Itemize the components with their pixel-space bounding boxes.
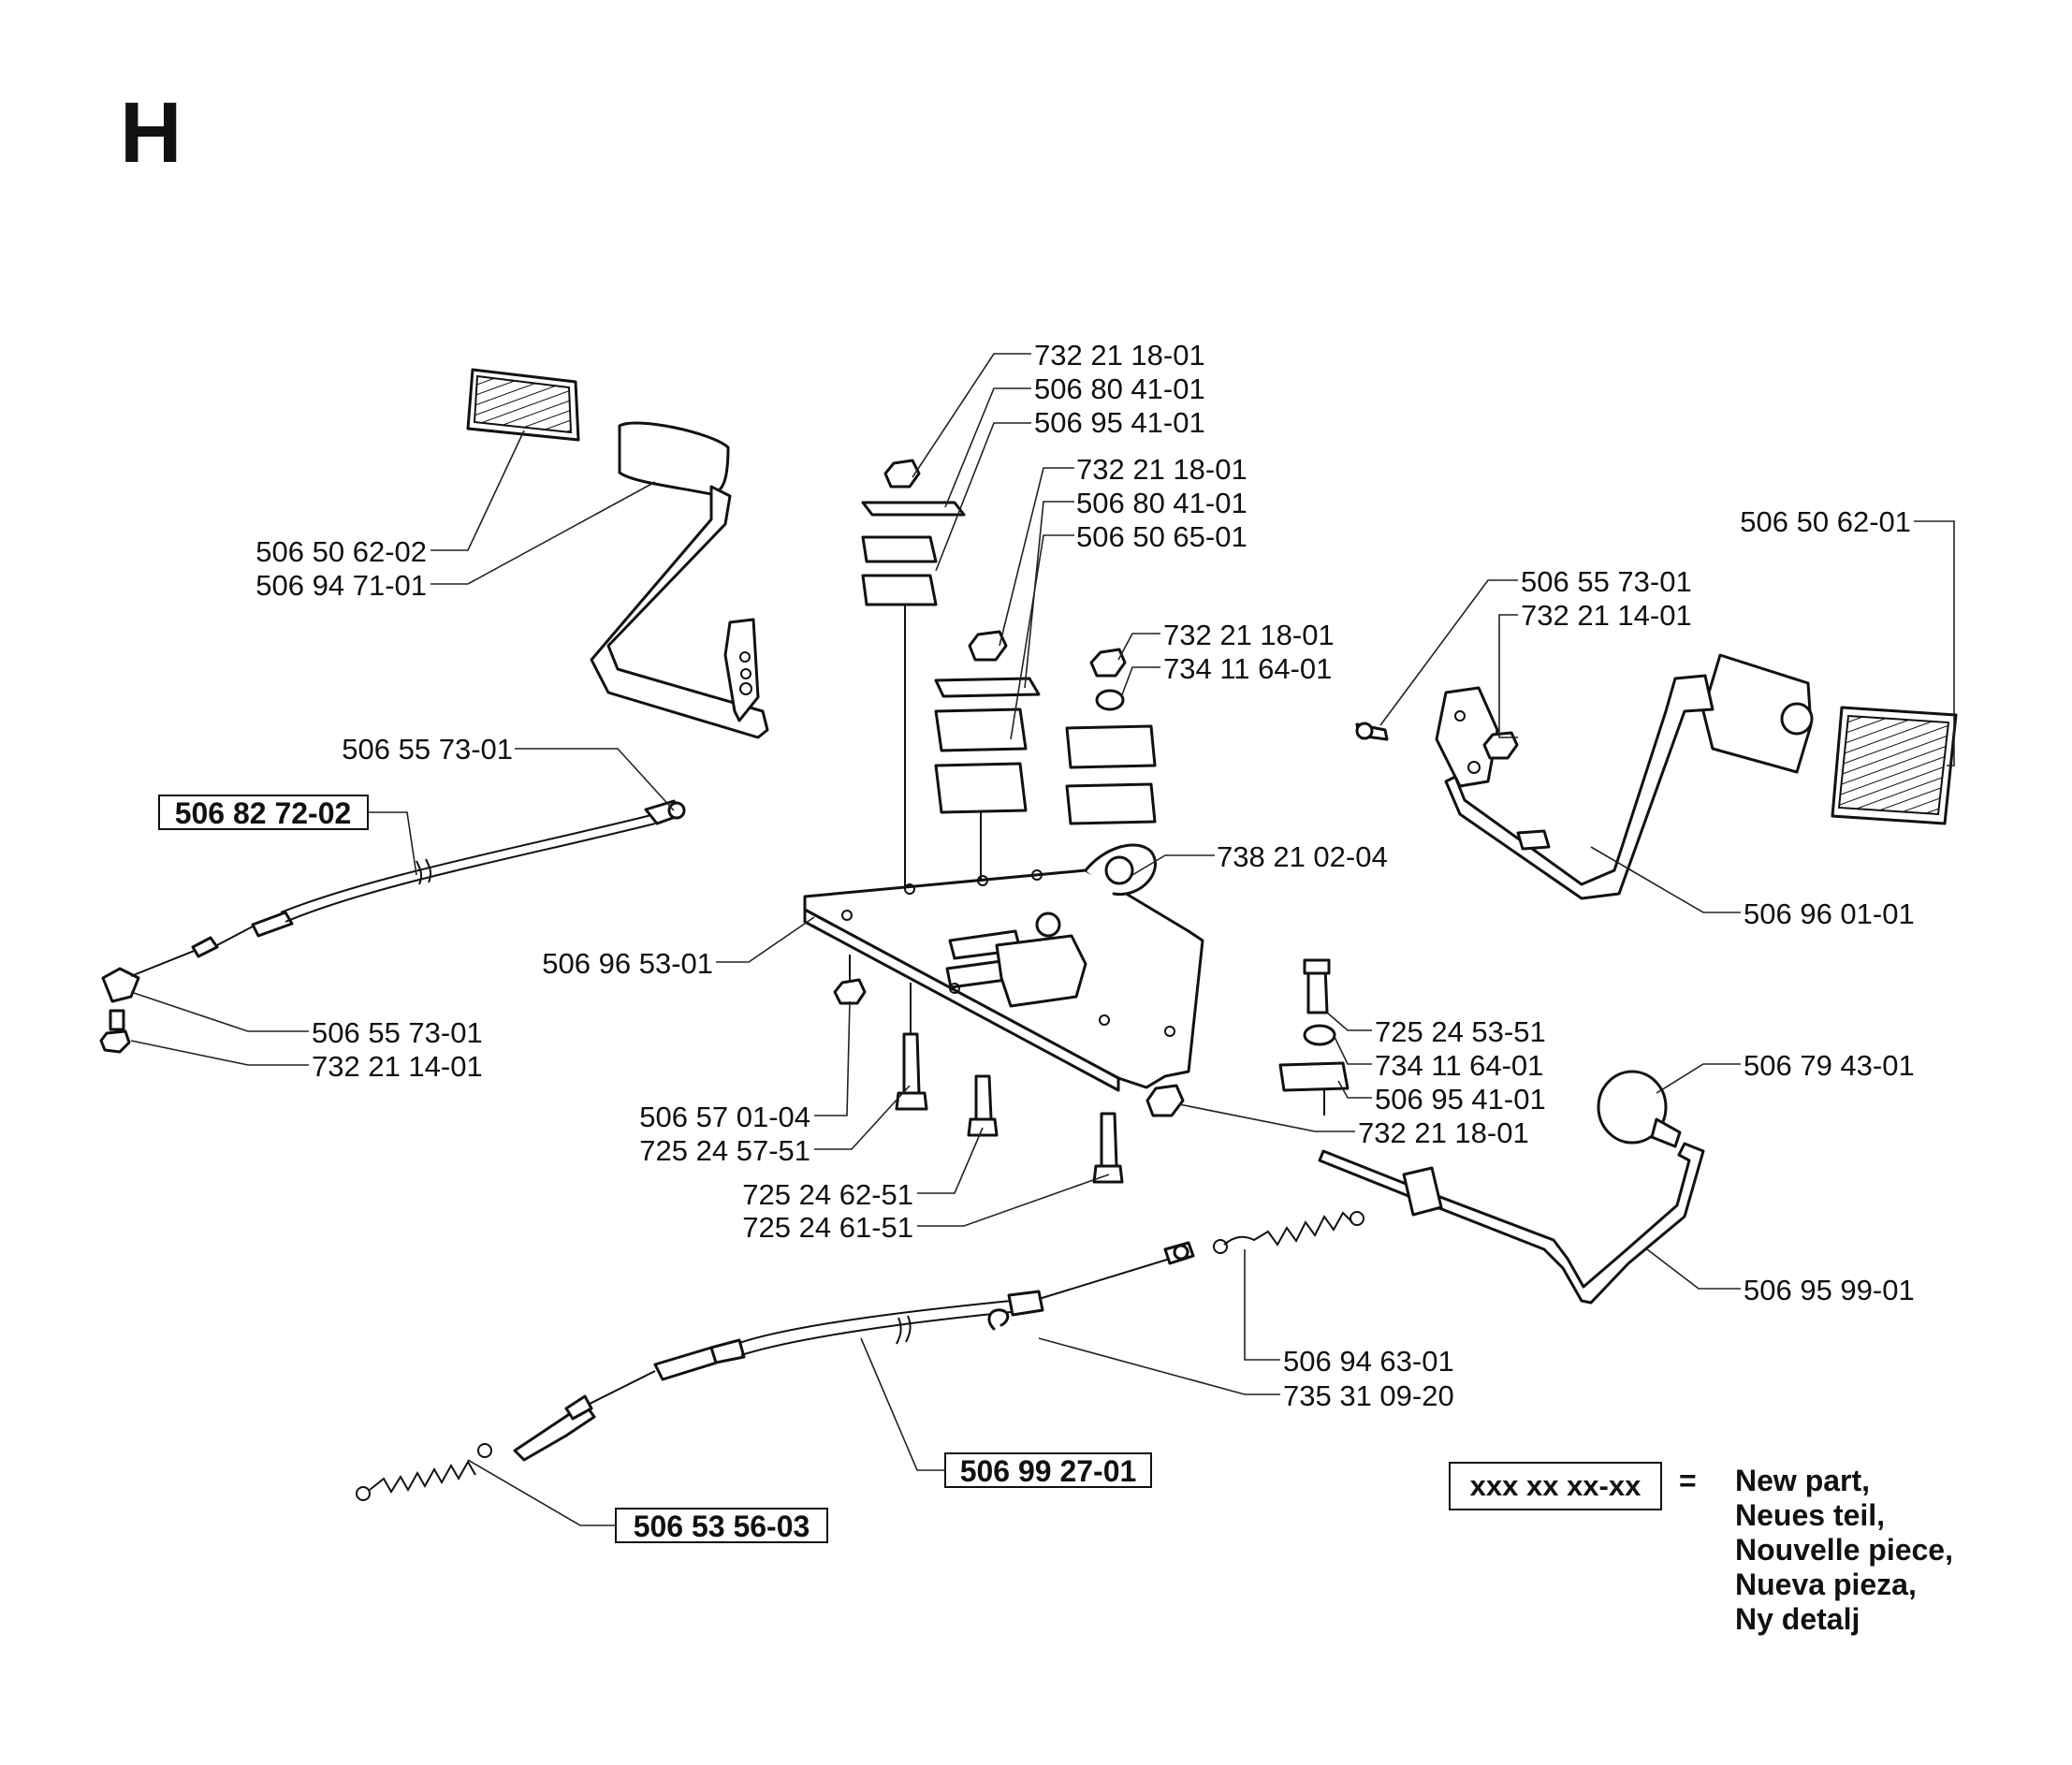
callout-label: 506 94 71-01 [255, 569, 427, 602]
left-pedal-arm [590, 421, 769, 739]
callout-label: 732 21 18-01 [1076, 453, 1248, 486]
callout-label: 506 95 41-01 [1375, 1083, 1546, 1116]
new-part-box-506827202 [158, 795, 369, 830]
callout-label: 506 80 41-01 [1034, 372, 1205, 405]
callout-label: 506 95 99-01 [1744, 1274, 1915, 1306]
shift-knob [1597, 1070, 1682, 1148]
stack-3 [1065, 648, 1157, 825]
bolt-725245751 [895, 983, 928, 1111]
left-pedal-pad [466, 368, 580, 442]
callout-label: 506 95 41-01 [1034, 406, 1205, 439]
callout-label: 734 11 64-01 [1163, 652, 1332, 685]
lower-cable [513, 1241, 1195, 1462]
callout-label: 506 80 41-01 [1076, 487, 1248, 519]
callout-label: 725 24 61-51 [742, 1211, 913, 1244]
legend-line: New part, [1735, 1464, 1871, 1497]
bolt-725246151 [1092, 1112, 1124, 1184]
legend-line: Neues teil, [1735, 1498, 1886, 1532]
legend-line: Nueva pieza, [1735, 1568, 1917, 1601]
stack-2 [934, 630, 1041, 889]
right-pedal-pad [1831, 706, 1958, 825]
callout-label: 732 21 18-01 [1163, 619, 1335, 651]
new-part-box-506992701 [944, 1452, 1152, 1488]
callout-label: 732 21 14-01 [312, 1050, 483, 1083]
legend-equals: = [1679, 1464, 1697, 1497]
stack-1 [861, 459, 966, 889]
callout-label: 506 55 73-01 [312, 1016, 483, 1049]
spring-506946301 [1213, 1211, 1364, 1254]
leader-lines [130, 353, 1955, 1526]
callout-label: 506 79 43-01 [1744, 1049, 1915, 1082]
spring-506535603 [356, 1443, 492, 1501]
legend-key-box: xxx xx xx-xx [1449, 1462, 1662, 1510]
bolt-725246251 [967, 1074, 999, 1137]
callout-label: 738 21 02-04 [1217, 840, 1388, 873]
callout-label: 732 21 18-01 [1358, 1116, 1529, 1149]
callout-label: 506 55 73-01 [342, 733, 513, 766]
callout-label: 506 96 01-01 [1744, 897, 1915, 930]
clip-735310920 [987, 1308, 1010, 1331]
callout-label: 506 50 62-01 [1740, 505, 1911, 538]
bolt-506570104 [833, 955, 867, 1005]
shift-rod [1318, 1142, 1705, 1305]
right-pedal-arm [1355, 653, 1814, 900]
callout-label: 732 21 14-01 [1521, 599, 1692, 632]
legend-line: Ny detalj [1735, 1602, 1860, 1636]
new-part-box-506535603 [615, 1508, 828, 1543]
legend-line: Nouvelle piece, [1735, 1533, 1953, 1567]
callout-label: 725 24 57-51 [639, 1134, 810, 1167]
callout-label-new: 506 99 27-01 [960, 1454, 1137, 1488]
callout-label: 506 55 73-01 [1521, 565, 1692, 598]
upper-cable [99, 799, 686, 1054]
callout-label: 734 11 64-01 [1375, 1049, 1543, 1082]
callout-label: 506 50 65-01 [1076, 520, 1248, 553]
right-clip-stack [1145, 958, 1350, 1117]
base-plate [803, 843, 1204, 1092]
callout-label: 506 94 63-01 [1283, 1345, 1454, 1378]
callout-label: 725 24 53-51 [1375, 1015, 1546, 1048]
callout-label: 732 21 18-01 [1034, 339, 1205, 372]
callout-label: 506 50 62-02 [255, 535, 427, 568]
callout-label-new: 506 53 56-03 [634, 1510, 810, 1543]
callout-label: 725 24 62-51 [742, 1178, 913, 1211]
callout-label: 506 57 01-04 [639, 1101, 810, 1133]
callout-label: 735 31 09-20 [1283, 1379, 1454, 1412]
callout-label-new: 506 82 72-02 [175, 796, 352, 830]
section-letter: H [120, 85, 182, 181]
callout-label: 506 96 53-01 [542, 947, 713, 980]
legend-text: New part, Neues teil, Nouvelle piece, Nu… [1735, 1464, 1953, 1637]
